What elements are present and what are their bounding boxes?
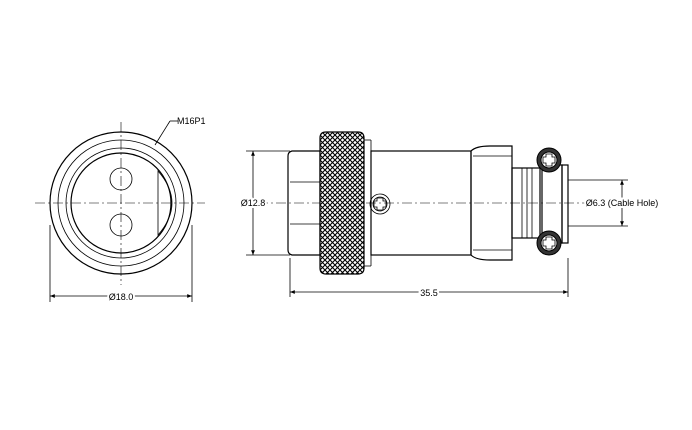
front-coupling-ring [57,139,185,267]
cable-hole-label: Ø6.3 (Cable Hole) [586,198,659,208]
body-diameter-label: Ø12.8 [241,198,266,208]
side-view: Ø12.8 35.5 Ø6.3 (Cable Hole) [239,131,660,300]
callout-label: M16P1 [177,116,206,126]
front-keyway [157,169,173,237]
front-pin-upper [109,167,133,191]
diameter-label: Ø18.0 [109,292,134,302]
front-outer-ring [49,131,193,275]
knurled-coupling-nut [319,131,365,275]
screw-cross-icon [542,236,556,250]
front-view: M16P1 Ø18.0 [35,116,206,304]
screw-cross-icon [373,197,387,211]
clamp-screw-upper [536,147,562,173]
rear-body [287,150,321,256]
length-label: 35.5 [420,288,438,298]
callout-leader [154,120,171,146]
set-screw [369,193,391,215]
cable-clamp-rear-plate [561,164,569,244]
front-insert-face [70,152,172,254]
screw-cross-icon [542,153,556,167]
front-pin-lower [109,213,133,237]
clamp-screw-lower [536,230,562,256]
front-shell-ring [65,147,177,259]
